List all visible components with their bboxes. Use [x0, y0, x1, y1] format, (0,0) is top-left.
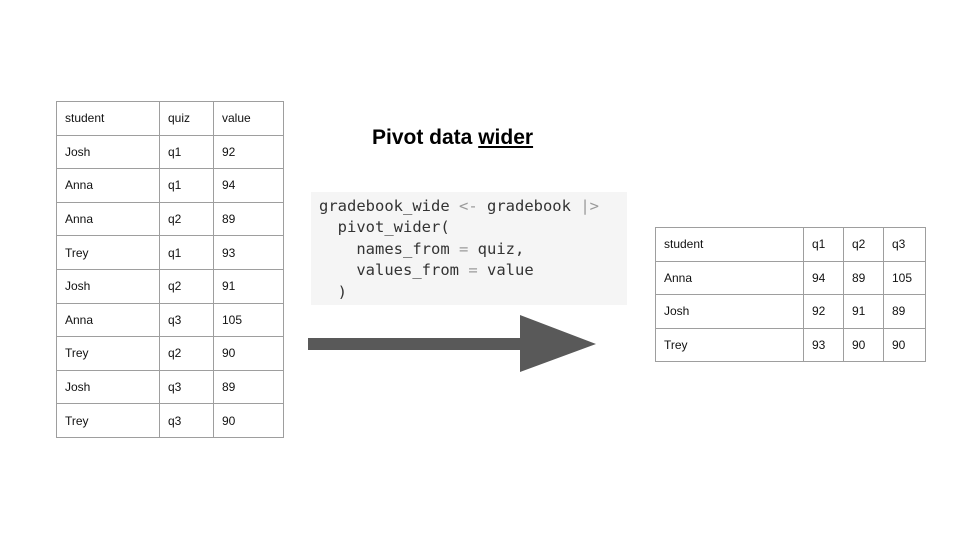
header-row: student q1 q2 q3	[655, 227, 926, 262]
table-row: Trey q1 93	[56, 235, 284, 270]
table-cell: Anna	[655, 260, 804, 295]
code-token: values_from	[319, 261, 469, 280]
table-cell: Trey	[56, 336, 160, 371]
table-cell: 91	[213, 268, 284, 304]
table-cell: 90	[213, 403, 284, 438]
header-cell: student	[655, 227, 804, 262]
header-cell: student	[56, 101, 160, 136]
code-operator: =	[468, 261, 478, 280]
title-emphasis: wider	[478, 126, 534, 149]
code-line-3: names_from = quiz,	[319, 240, 524, 258]
header-cell: q3	[883, 227, 926, 262]
table-row: Josh 92 91 89	[655, 294, 926, 329]
wide-format-table: student q1 q2 q3 Anna 94 89 105 Josh 92 …	[655, 227, 926, 362]
table-cell: 92	[803, 294, 844, 329]
code-token: quiz,	[468, 239, 525, 258]
table-cell: Trey	[56, 235, 160, 270]
header-cell: q2	[843, 227, 884, 262]
table-row: Trey q3 90	[56, 403, 284, 438]
table-row: Josh q1 92	[56, 134, 284, 170]
code-line-2: pivot_wider(	[319, 218, 450, 237]
table-cell: Anna	[56, 201, 160, 237]
table-cell: 89	[883, 294, 926, 329]
slide-title: Pivot data wider	[372, 126, 533, 150]
table-cell: q3	[159, 403, 214, 438]
table-cell: q2	[159, 268, 214, 304]
table-cell: 91	[843, 294, 884, 329]
table-cell: 89	[213, 369, 284, 405]
table-cell: q3	[159, 369, 214, 405]
table-cell: Josh	[56, 268, 160, 304]
table-cell: 90	[213, 336, 284, 371]
table-cell: q2	[159, 336, 214, 371]
table-row: Trey q2 90	[56, 336, 284, 371]
table-row: Josh q3 89	[56, 369, 284, 405]
table-cell: q1	[159, 235, 214, 270]
table-cell: q2	[159, 201, 214, 237]
table-cell: 90	[843, 327, 884, 362]
table-cell: q3	[159, 302, 214, 338]
table-cell: 94	[803, 260, 844, 295]
header-row: student quiz value	[56, 101, 284, 136]
table-cell: 93	[803, 327, 844, 362]
table-cell: Anna	[56, 168, 160, 203]
code-token: gradebook_wide	[319, 197, 459, 215]
long-format-table: student quiz value Josh q1 92 Anna q1 94…	[56, 101, 284, 438]
code-operator: =	[458, 239, 469, 258]
right-arrow-icon	[308, 315, 596, 372]
table-cell: Josh	[56, 369, 160, 405]
code-line-1: gradebook_wide <- gradebook |>	[319, 197, 599, 215]
code-token: names_from	[319, 239, 459, 258]
table-cell: 89	[843, 260, 884, 295]
code-line-4: values_from = value	[319, 261, 534, 280]
table-cell: Josh	[56, 134, 160, 170]
title-text: Pivot data	[372, 126, 479, 149]
code-token: gradebook	[477, 197, 581, 215]
table-cell: 92	[213, 134, 284, 170]
code-line-5: )	[319, 282, 347, 301]
table-cell: Trey	[56, 403, 160, 438]
code-operator: <-	[458, 197, 478, 215]
arrow-shape	[308, 315, 596, 372]
table-row: Josh q2 91	[56, 268, 284, 304]
header-cell: q1	[803, 227, 844, 262]
table-row: Anna 94 89 105	[655, 260, 926, 295]
table-cell: q1	[159, 168, 214, 203]
table-cell: q1	[159, 134, 214, 170]
table-cell: 94	[213, 168, 284, 203]
table-row: Trey 93 90 90	[655, 327, 926, 362]
header-cell: value	[213, 101, 284, 136]
table-cell: Josh	[655, 294, 804, 329]
table-cell: 89	[213, 201, 284, 237]
table-row: Anna q1 94	[56, 168, 284, 203]
table-cell: 105	[883, 260, 926, 295]
code-block: gradebook_wide <- gradebook |> pivot_wid…	[311, 192, 627, 305]
header-cell: quiz	[159, 101, 214, 136]
table-cell: 105	[213, 302, 284, 338]
table-row: Anna q2 89	[56, 201, 284, 237]
code-token: value	[477, 261, 534, 280]
table-cell: 93	[213, 235, 284, 270]
table-cell: Anna	[56, 302, 160, 338]
table-row: Anna q3 105	[56, 302, 284, 338]
table-cell: 90	[883, 327, 926, 362]
table-cell: Trey	[655, 327, 804, 362]
code-operator: |>	[580, 197, 599, 215]
